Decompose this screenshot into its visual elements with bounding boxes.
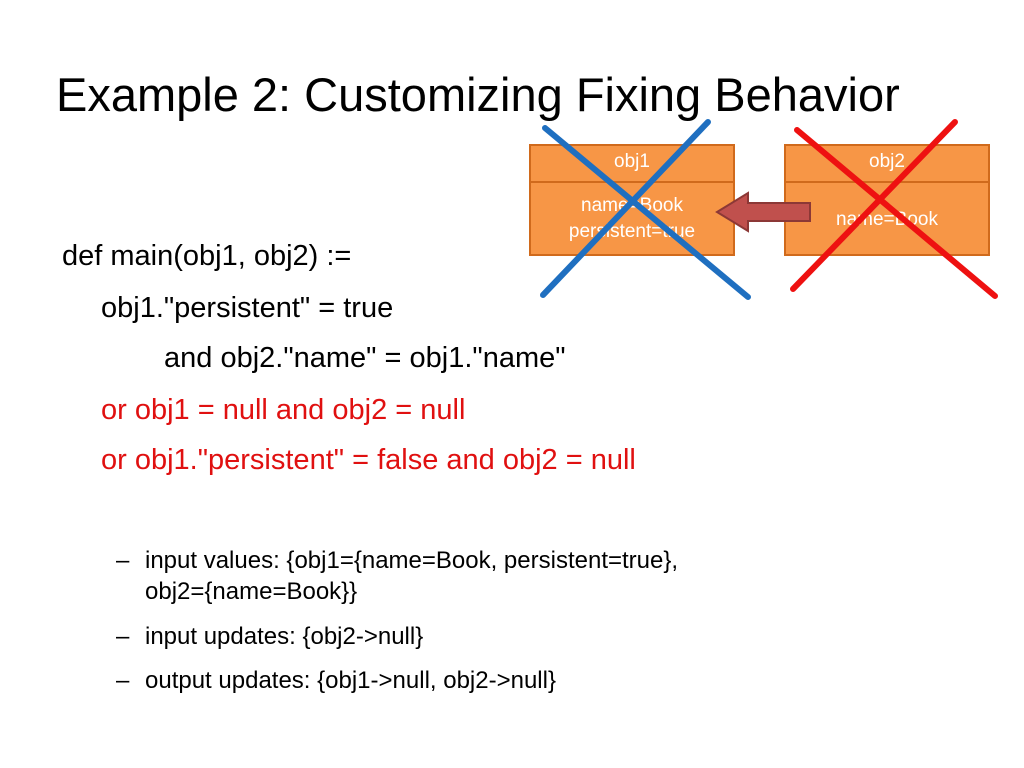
obj1-header: obj1 bbox=[531, 146, 733, 183]
bullet-dash: – bbox=[116, 623, 130, 650]
bullet-text-line: obj2={name=Book}} bbox=[145, 578, 358, 605]
bullet-dash: – bbox=[116, 547, 130, 574]
red-cross-mark bbox=[790, 119, 998, 299]
bullet-dash: – bbox=[116, 667, 130, 694]
obj2-header: obj2 bbox=[786, 146, 988, 183]
obj2-box: obj2 name=Book bbox=[784, 144, 990, 256]
slide-title: Example 2: Customizing Fixing Behavior bbox=[56, 68, 900, 121]
code-line-or-null: or obj1 = null and obj2 = null bbox=[101, 394, 466, 426]
code-line-name-equal: and obj2."name" = obj1."name" bbox=[164, 342, 566, 374]
bullet-text-line: output updates: {obj1->null, obj2->null} bbox=[145, 667, 556, 694]
bullet-text-line: input values: {obj1={name=Book, persiste… bbox=[145, 547, 679, 574]
blue-cross-mark bbox=[540, 119, 751, 300]
code-line-persistent: obj1."persistent" = true bbox=[101, 292, 394, 324]
code-line-def: def main(obj1, obj2) := bbox=[62, 240, 352, 272]
code-line-or-false: or obj1."persistent" = false and obj2 = … bbox=[101, 444, 636, 476]
reference-arrow bbox=[715, 191, 811, 233]
bullet-text-line: input updates: {obj2->null} bbox=[145, 623, 424, 650]
